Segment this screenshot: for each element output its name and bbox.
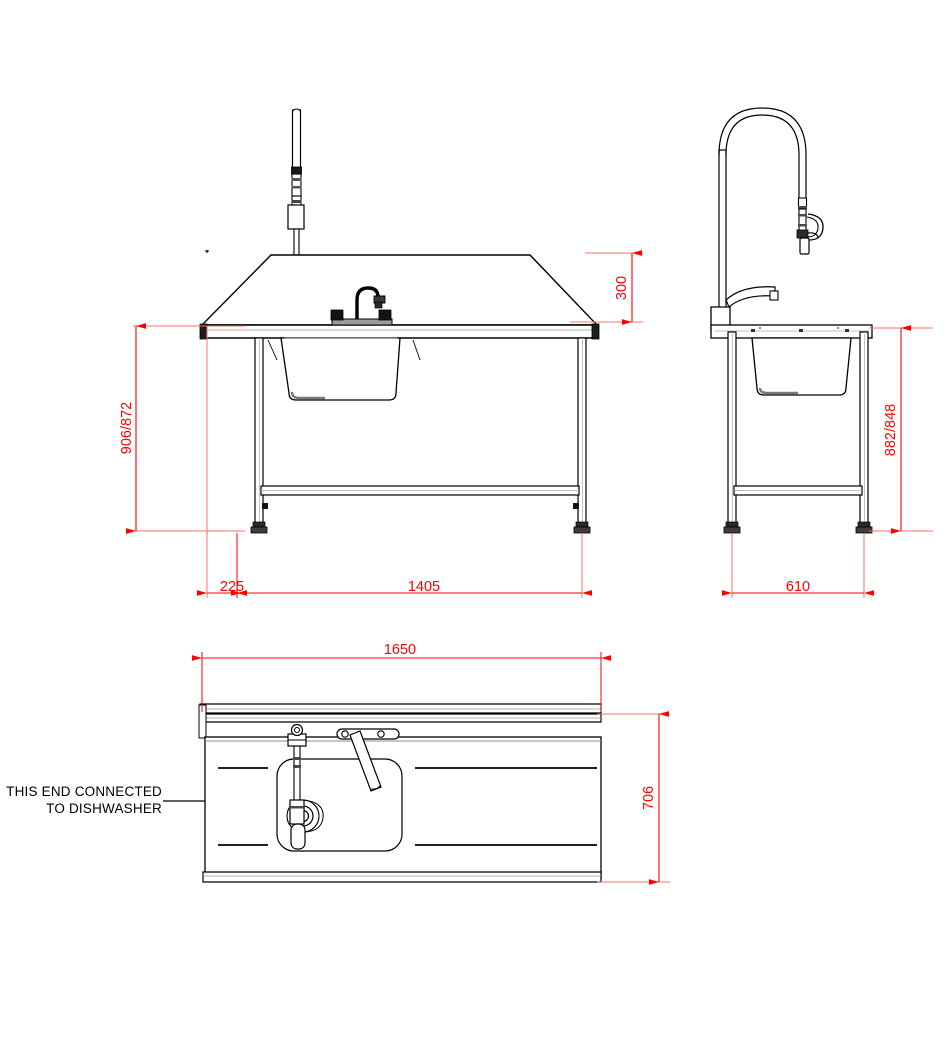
- dimension-width-225: 225: [197, 326, 247, 598]
- sink-bowl-isometric: [280, 337, 401, 401]
- swing-faucet-side: [725, 286, 779, 308]
- dimension-label-610: 610: [786, 579, 810, 595]
- dimension-depth-706: 706: [597, 711, 670, 885]
- legs-isometric: [250, 337, 591, 534]
- cross-brace-side: [733, 485, 863, 496]
- gooseneck-faucet-isometric: [330, 286, 393, 326]
- pre-rinse-spray-arm-side: [718, 107, 824, 336]
- dimension-height-906-872: 906/872: [119, 323, 245, 534]
- dishwasher-connection-note: THIS END CONNECTED TO DISHWASHER: [6, 784, 162, 816]
- splashback-plan: [198, 703, 602, 739]
- dimension-label-300: 300: [614, 276, 630, 300]
- view-isometric: 906/872 300 225 1405: [119, 108, 643, 598]
- dimension-width-1405: 1405: [231, 533, 592, 598]
- adjustable-foot-left: [250, 521, 268, 534]
- dimension-label-906-872: 906/872: [119, 402, 135, 454]
- dimension-width-1650: 1650: [192, 642, 611, 712]
- sink-bowl-side: [751, 337, 852, 396]
- adjustable-foot-right: [573, 521, 591, 534]
- dimension-label-225: 225: [220, 579, 244, 595]
- dimension-height-300: 300: [570, 250, 643, 325]
- cross-brace-isometric: [260, 485, 580, 496]
- dimension-width-610: 610: [722, 533, 874, 598]
- deck-plan: [202, 736, 602, 883]
- table-top-isometric: [199, 254, 600, 340]
- legs-side: [723, 331, 873, 534]
- corner-tick-mark: [205, 250, 209, 253]
- view-plan: 1650 706: [163, 642, 670, 885]
- drainage-grooves-plan: [218, 767, 597, 846]
- adjustable-foot-side-left: [723, 521, 741, 534]
- dimension-label-1650: 1650: [384, 642, 416, 658]
- dimension-height-882-848: 882/848: [869, 325, 933, 534]
- view-side-elevation: 882/848 610: [710, 107, 933, 598]
- dimension-label-1405: 1405: [408, 579, 440, 595]
- dimension-label-882-848: 882/848: [883, 404, 899, 456]
- faucet-arm-plan: [336, 728, 400, 792]
- spray-head-plan: [286, 723, 324, 850]
- dimension-label-706: 706: [641, 786, 657, 810]
